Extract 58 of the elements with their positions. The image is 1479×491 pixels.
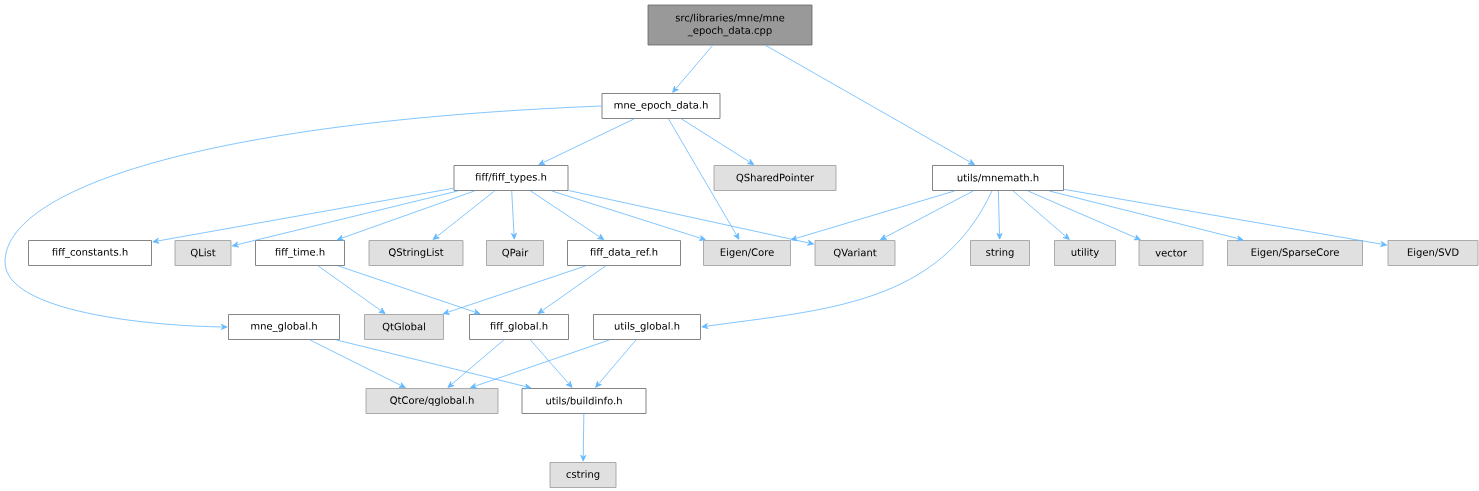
library-header-box: QPair — [486, 240, 544, 266]
arrow — [336, 190, 476, 241]
arrow — [765, 45, 975, 165]
arrow — [1027, 190, 1141, 241]
library-header-box: QtCore/qglobal.h — [365, 388, 499, 414]
arrow — [309, 339, 406, 389]
library-header-box: QVariant — [814, 240, 896, 266]
header-file-box: mne_epoch_data.h — [601, 93, 721, 119]
arrow — [537, 265, 607, 314]
arrow — [152, 187, 454, 244]
header-file-box: fiff_global.h — [469, 314, 569, 340]
arrow — [568, 190, 815, 246]
arrow — [668, 118, 740, 240]
arrow — [432, 190, 496, 240]
header-file-box: fiff/fiff_types.h — [453, 165, 569, 191]
arrow — [681, 118, 755, 165]
arrow — [580, 413, 587, 462]
arrow — [595, 339, 637, 388]
arrow — [701, 190, 993, 329]
arrow — [538, 118, 635, 166]
arrow — [880, 190, 974, 241]
arrow — [1063, 188, 1388, 247]
header-file-box: fiff_time.h — [255, 240, 345, 266]
header-file-box: fiff_constants.h — [28, 240, 152, 266]
header-file-box: utils_global.h — [593, 314, 701, 340]
arrow — [511, 190, 517, 240]
arrow — [447, 339, 505, 388]
arrow — [317, 265, 386, 314]
arrow — [530, 190, 605, 240]
library-header-box: QStringList — [368, 240, 464, 266]
header-file-box: mne_global.h — [228, 314, 340, 340]
arrow — [470, 339, 610, 389]
arrow — [529, 339, 573, 388]
library-header-box: cstring — [549, 462, 617, 488]
arrow — [335, 339, 532, 390]
header-file-box: utils/buildinfo.h — [521, 388, 647, 414]
library-header-box: string — [970, 240, 1030, 266]
library-header-box: Eigen/SparseCore — [1227, 240, 1363, 266]
arrow — [672, 45, 714, 93]
header-file-box: utils/mnemath.h — [932, 165, 1064, 191]
arrow — [1012, 190, 1070, 240]
arrow — [232, 190, 459, 248]
arrow — [996, 190, 1003, 240]
source-file-box: src/libraries/mne/mne _epoch_data.cpp — [647, 4, 813, 46]
arrow — [442, 265, 587, 315]
arrow — [1048, 190, 1244, 242]
library-header-box: vector — [1138, 240, 1204, 266]
library-header-box: QList — [174, 240, 232, 266]
arrow — [790, 190, 956, 241]
library-header-box: utility — [1054, 240, 1116, 266]
library-header-box: Eigen/Core — [703, 240, 791, 266]
arrow — [337, 265, 481, 315]
arrow — [551, 190, 706, 241]
library-header-box: QSharedPointer — [713, 165, 837, 191]
library-header-box: QtGlobal — [364, 314, 444, 340]
library-header-box: Eigen/SVD — [1387, 240, 1479, 266]
header-file-box: fiff_data_ref.h — [567, 240, 681, 266]
arrow — [4, 105, 602, 330]
